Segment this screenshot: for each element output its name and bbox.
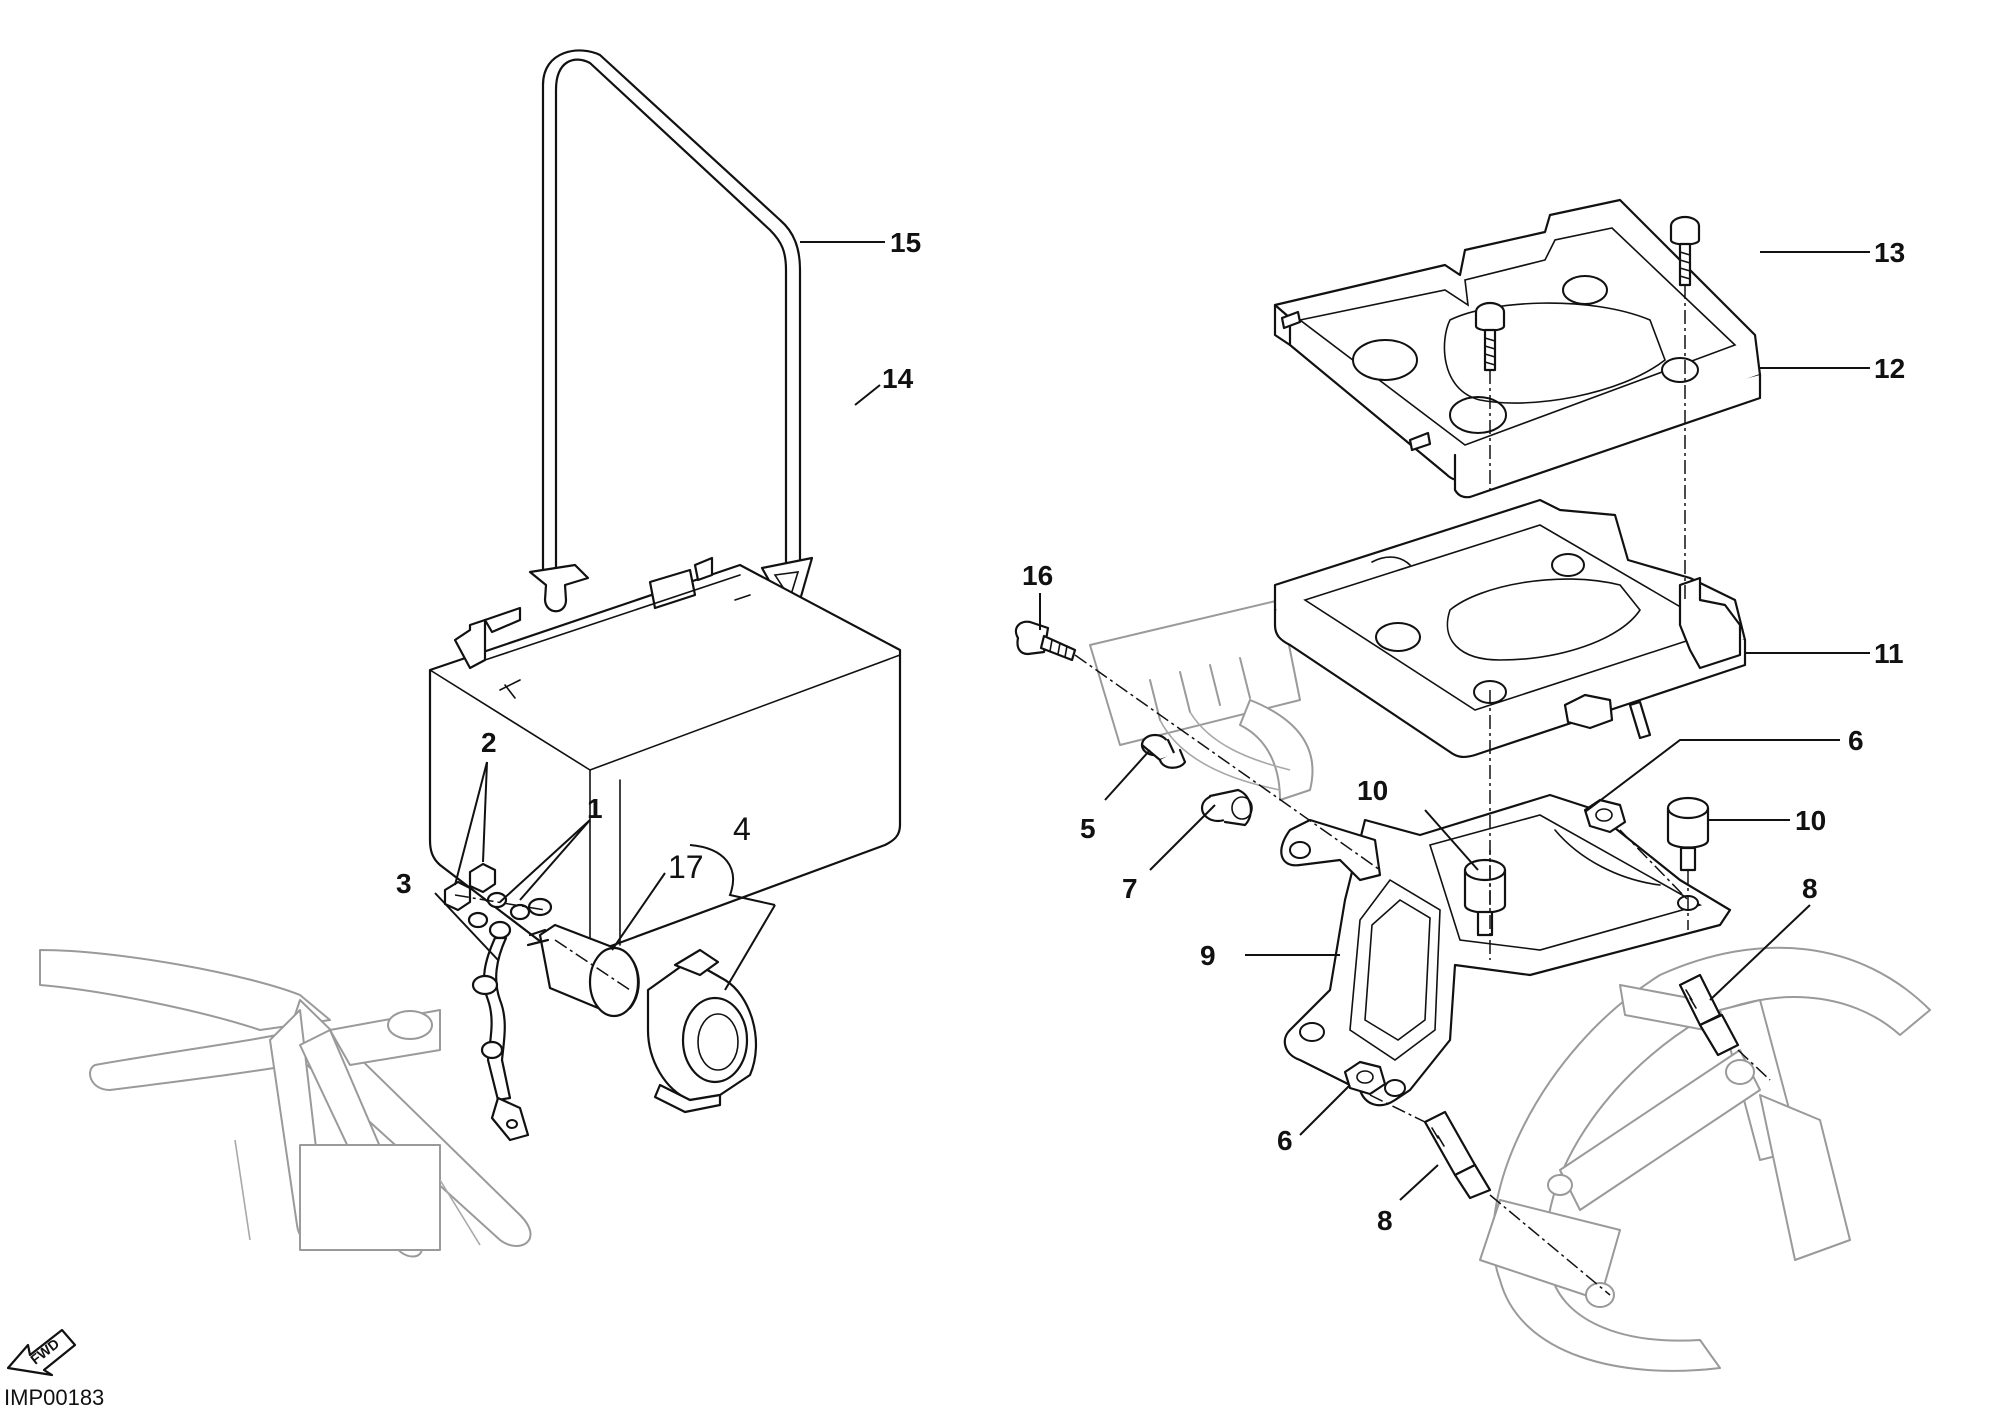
leader-lines xyxy=(434,241,1870,1201)
screw-top-right xyxy=(1669,215,1701,287)
callout-10-right: 10 xyxy=(1795,805,1826,836)
nut-upper xyxy=(1583,798,1627,834)
screw-side xyxy=(1014,620,1077,662)
stud-upper xyxy=(1678,973,1740,1057)
nut-set-2 xyxy=(443,862,497,912)
rubber-mount-left xyxy=(1463,858,1507,937)
callout-14: 14 xyxy=(882,363,914,394)
callout-6-upper: 6 xyxy=(1848,725,1864,756)
callout-15: 15 xyxy=(890,227,921,258)
callout-16: 16 xyxy=(1022,560,1053,591)
forward-arrow-icon: FWD xyxy=(6,1328,77,1377)
callout-labels: 15 14 13 12 11 16 6 10 10 5 7 9 8 6 8 2 … xyxy=(396,227,1905,1236)
frame-ghost-right xyxy=(1479,946,1931,1372)
capacitor-clamp xyxy=(646,948,758,1114)
callout-1: 1 xyxy=(587,793,603,824)
washer-set-1 xyxy=(467,891,553,929)
screw-top-center xyxy=(1474,301,1506,372)
grommet-7 xyxy=(1200,788,1253,827)
frame-ghost-left xyxy=(39,949,532,1258)
rubber-mount-right xyxy=(1666,796,1710,872)
bushing-5 xyxy=(1140,733,1187,769)
capacitor xyxy=(526,923,640,1018)
mounting-bracket xyxy=(1280,793,1732,1107)
ground-cable xyxy=(471,920,530,1142)
callout-7: 7 xyxy=(1122,873,1138,904)
drawing-code: IMP00183 xyxy=(4,1385,104,1410)
callout-5: 5 xyxy=(1080,813,1096,844)
callout-13: 13 xyxy=(1874,237,1905,268)
battery-tray-upper xyxy=(1273,198,1762,499)
harness-connector-ghost xyxy=(1089,599,1314,801)
callout-10-left: 10 xyxy=(1357,775,1388,806)
assembly-axes xyxy=(454,285,1771,1296)
battery xyxy=(428,556,902,955)
callout-8-lower: 8 xyxy=(1377,1205,1393,1236)
battery-strap xyxy=(528,49,814,653)
callout-2: 2 xyxy=(481,727,497,758)
callout-12: 12 xyxy=(1874,353,1905,384)
callout-6-lower: 6 xyxy=(1277,1125,1293,1156)
stud-lower xyxy=(1423,1110,1492,1200)
callout-11: 11 xyxy=(1874,638,1904,669)
callout-3: 3 xyxy=(396,868,412,899)
callout-8-upper: 8 xyxy=(1802,873,1818,904)
nut-lower xyxy=(1343,1060,1387,1096)
battery-tray-lower xyxy=(1273,498,1747,759)
callout-9: 9 xyxy=(1200,940,1216,971)
callout-4: 4 xyxy=(733,811,751,847)
callout-17: 17 xyxy=(668,849,704,885)
